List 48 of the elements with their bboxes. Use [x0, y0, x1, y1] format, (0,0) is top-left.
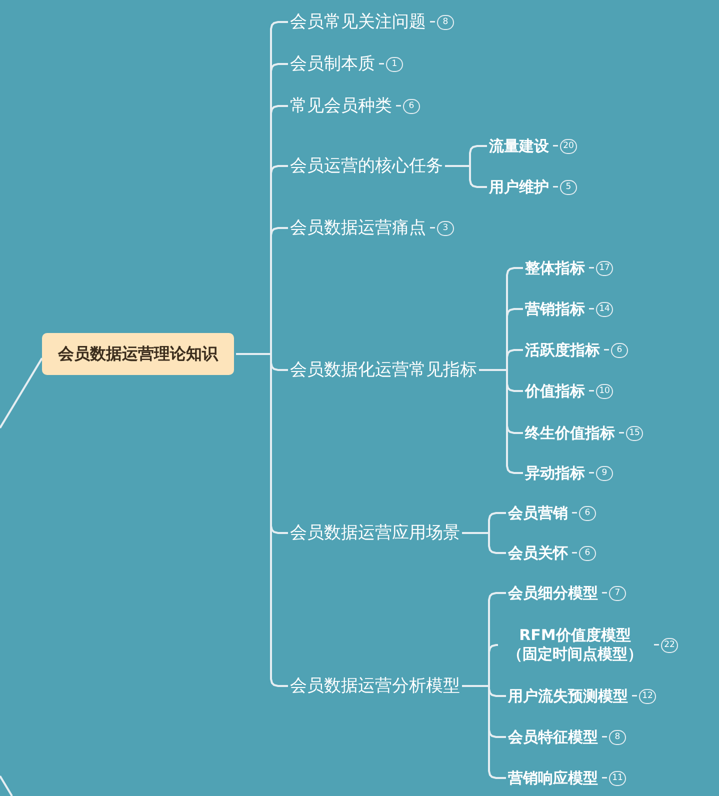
branch-line: [0, 358, 43, 429]
count-badge: 10: [589, 384, 613, 398]
topic-label: 会员细分模型: [508, 584, 598, 602]
count-badge: 17: [589, 260, 613, 276]
topic-label: 会员特征模型: [508, 728, 598, 746]
topic-label: 活跃度指标: [525, 340, 600, 360]
count-badge: 6: [604, 342, 628, 358]
topic-label: 终生价值指标: [525, 424, 615, 442]
count-badge: 20: [553, 138, 577, 154]
root-topic-box: 会员数据运营理论知识: [42, 333, 234, 375]
branch-line: [236, 353, 288, 687]
topic-label: 会员数据化运营常见指标: [290, 360, 477, 381]
count-badge: 6: [572, 506, 596, 520]
branch-line: [462, 685, 506, 779]
topic-label: 流量建设: [489, 136, 549, 156]
count-badge: 8: [430, 14, 454, 30]
topic-label: 会员营销: [508, 504, 568, 522]
count-badge: 1: [379, 56, 403, 72]
count-badge: 12: [632, 688, 656, 704]
count-badge: 3: [430, 220, 454, 236]
topic-label: RFM价值度模型（固定时间点模型）: [500, 626, 650, 664]
count-badge: 9: [589, 466, 613, 480]
count-badge: 7: [602, 586, 626, 600]
topic-label: 常见会员种类: [290, 96, 392, 117]
count-badge: 14: [589, 302, 613, 316]
topic-label: 会员关怀: [508, 544, 568, 562]
topic-label: 用户维护: [489, 178, 549, 196]
count-badge: 22: [654, 638, 678, 652]
topic-label: 会员常见关注问题: [290, 12, 426, 33]
branch-line: [445, 165, 487, 188]
count-badge: 15: [619, 426, 643, 440]
count-badge: 6: [572, 546, 596, 560]
count-badge: 6: [396, 98, 420, 114]
topic-label: 会员制本质: [290, 54, 375, 75]
topic-label: 会员数据运营应用场景: [290, 522, 460, 544]
topic-label: 营销响应模型: [508, 768, 598, 788]
topic-label: 价值指标: [525, 382, 585, 400]
topic-label: 异动指标: [525, 464, 585, 482]
branch-line: [462, 532, 506, 554]
count-badge: 8: [602, 730, 626, 744]
count-badge: 11: [602, 770, 626, 786]
topic-label: 整体指标: [525, 258, 585, 278]
topic-label: 会员数据运营分析模型: [290, 676, 460, 697]
topic-label: 营销指标: [525, 300, 585, 318]
topic-label: 会员运营的核心任务: [290, 156, 443, 177]
topic-label: 会员数据运营痛点: [290, 218, 426, 239]
count-badge: 5: [553, 180, 577, 194]
topic-label: 用户流失预测模型: [508, 686, 628, 706]
